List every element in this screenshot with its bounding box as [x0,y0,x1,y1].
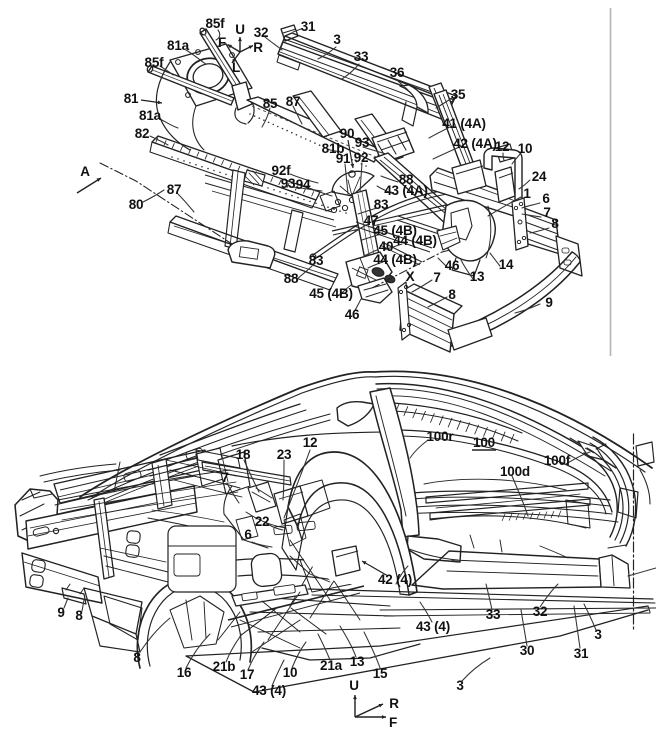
svg-text:88: 88 [399,172,414,187]
svg-text:23: 23 [277,447,292,462]
svg-text:81b: 81b [322,141,345,156]
svg-text:46: 46 [345,307,360,322]
svg-text:8: 8 [551,216,559,231]
svg-text:82: 82 [135,126,150,141]
svg-text:10: 10 [283,665,298,680]
svg-text:81a: 81a [167,38,190,53]
svg-text:85: 85 [263,96,278,111]
svg-text:7: 7 [221,470,228,485]
svg-text:32: 32 [533,604,548,619]
svg-text:80: 80 [129,197,144,212]
svg-text:40: 40 [379,239,394,254]
svg-text:3: 3 [333,32,341,47]
svg-text:33: 33 [486,607,501,622]
svg-text:31: 31 [574,646,589,661]
svg-text:30: 30 [520,643,535,658]
svg-text:45 (4B): 45 (4B) [373,223,417,238]
svg-text:33: 33 [354,49,369,64]
svg-text:36: 36 [390,65,405,80]
svg-text:88: 88 [284,271,299,286]
svg-text:100d: 100d [500,464,530,479]
svg-text:6: 6 [542,191,550,206]
svg-text:41 (4A): 41 (4A) [442,116,486,131]
svg-text:31: 31 [301,19,316,34]
svg-text:1: 1 [523,186,531,201]
svg-text:47: 47 [364,213,379,228]
svg-text:F: F [218,35,226,50]
svg-text:91: 91 [336,151,351,166]
svg-text:R: R [253,40,263,55]
svg-text:8: 8 [75,608,83,623]
svg-text:24: 24 [532,169,547,184]
svg-text:92: 92 [354,150,369,165]
svg-text:81: 81 [124,91,139,106]
svg-text:44 (4B): 44 (4B) [393,233,437,248]
svg-text:32: 32 [254,25,269,40]
svg-text:87: 87 [167,182,182,197]
svg-text:7: 7 [433,270,440,285]
svg-text:43 (4): 43 (4) [416,619,450,634]
svg-text:21b: 21b [213,659,236,674]
svg-text:12: 12 [303,435,318,450]
svg-text:45 (4B): 45 (4B) [309,286,353,301]
svg-text:7: 7 [543,205,550,220]
svg-text:94: 94 [296,177,311,192]
svg-text:35: 35 [451,87,466,102]
svg-text:17: 17 [240,667,255,682]
svg-text:100r: 100r [427,429,455,444]
svg-text:100f: 100f [544,453,571,468]
svg-text:44 (4B): 44 (4B) [373,252,417,267]
svg-text:R: R [389,696,399,711]
svg-text:13: 13 [350,654,365,669]
svg-text:42 (4): 42 (4) [378,572,412,587]
svg-text:83: 83 [374,197,389,212]
svg-text:13: 13 [470,269,485,284]
svg-text:100: 100 [473,435,495,450]
svg-text:18: 18 [236,447,251,462]
svg-text:87: 87 [286,94,301,109]
svg-text:3: 3 [456,678,464,693]
svg-text:83: 83 [309,253,324,268]
svg-text:3: 3 [594,627,602,642]
svg-text:16: 16 [177,665,192,680]
svg-text:22: 22 [255,514,270,529]
svg-text:6: 6 [244,527,252,542]
svg-text:8: 8 [448,287,456,302]
svg-text:U: U [349,678,359,693]
svg-text:92f: 92f [272,163,292,178]
svg-text:10: 10 [518,141,533,156]
svg-text:9: 9 [57,605,64,620]
svg-text:81a: 81a [139,108,162,123]
svg-text:43 (4): 43 (4) [252,683,286,698]
svg-text:F: F [389,715,397,730]
svg-text:21a: 21a [320,658,343,673]
svg-text:85f: 85f [145,55,165,70]
svg-text:93: 93 [355,135,370,150]
svg-text:90: 90 [340,126,355,141]
svg-text:8: 8 [133,650,141,665]
svg-text:46: 46 [445,258,460,273]
svg-text:X: X [406,269,415,284]
svg-text:42 (4A): 42 (4A) [453,136,497,151]
svg-text:U: U [235,22,245,37]
svg-text:A: A [80,164,90,179]
svg-text:15: 15 [373,666,388,681]
svg-text:14: 14 [499,257,514,272]
svg-text:43 (4A): 43 (4A) [384,183,428,198]
svg-text:L: L [232,60,240,75]
svg-text:85f: 85f [206,16,226,31]
svg-text:93: 93 [281,176,296,191]
svg-text:12: 12 [495,139,510,154]
svg-text:9: 9 [545,295,552,310]
